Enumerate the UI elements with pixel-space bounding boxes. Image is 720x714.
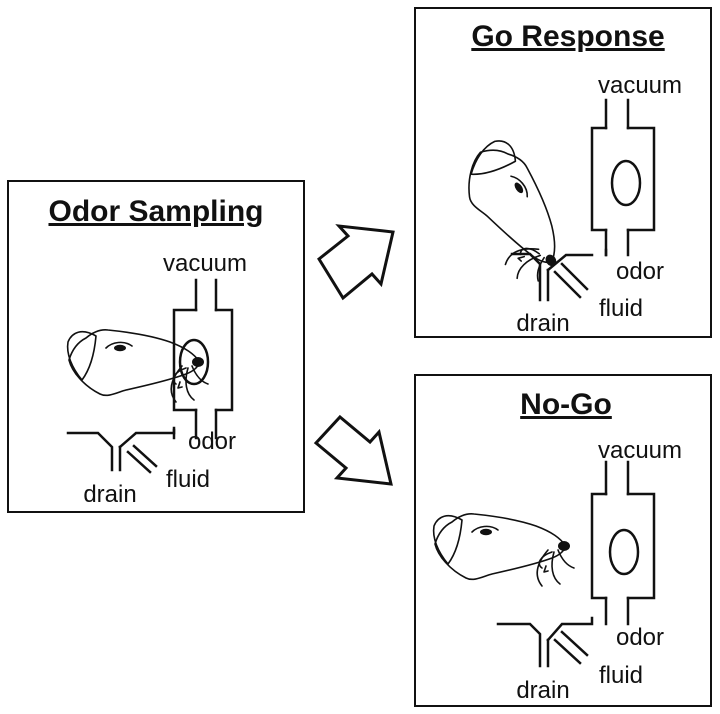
panel-odor-sampling: Odor Sampling vacuum odor fluid drain — [7, 180, 305, 513]
odor-port-manifold-icon — [172, 278, 234, 440]
drain-label: drain — [516, 310, 569, 337]
vacuum-label: vacuum — [598, 437, 682, 464]
odor-label: odor — [188, 428, 236, 455]
odor-port-manifold-icon — [590, 98, 656, 257]
drain-label: drain — [516, 677, 569, 704]
odor-port-manifold-icon — [590, 460, 656, 626]
odor-label: odor — [616, 624, 664, 651]
flow-arrow-to-nogo-icon — [313, 414, 393, 486]
fluid-label: fluid — [166, 466, 210, 493]
spout-drain-icon — [66, 426, 176, 474]
vacuum-label: vacuum — [598, 72, 682, 99]
panel-frame — [414, 7, 712, 338]
panel-frame — [414, 374, 712, 707]
panel-go-response: Go Response vacuum odor fluid drain — [414, 7, 712, 338]
flow-arrow-to-go-icon — [317, 224, 395, 301]
odor-label: odor — [616, 258, 664, 285]
panel-title: Odor Sampling — [48, 195, 263, 228]
panel-title: Go Response — [471, 20, 664, 53]
panel-title: No-Go — [520, 388, 612, 421]
spout-drain-icon — [496, 616, 594, 668]
panel-no-go: No-Go vacuum odor fluid drain — [414, 374, 712, 707]
drain-label: drain — [83, 481, 136, 508]
fluid-label: fluid — [599, 295, 643, 322]
panel-frame — [7, 180, 305, 513]
fluid-label: fluid — [599, 662, 643, 689]
vacuum-label: vacuum — [163, 250, 247, 277]
